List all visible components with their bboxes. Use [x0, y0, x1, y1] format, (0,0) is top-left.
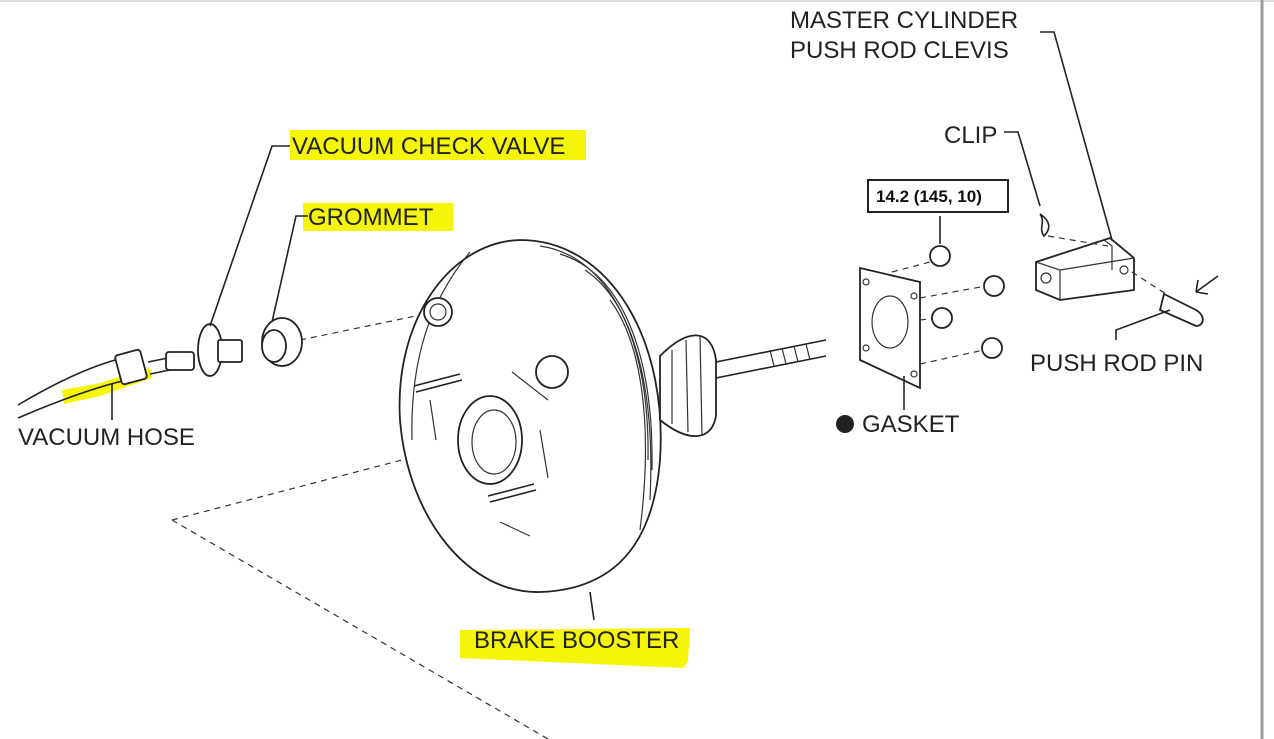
highlight-brake-booster — [460, 628, 690, 668]
highlight-vacuum-check-valve — [290, 130, 586, 160]
brake-booster-label: BRAKE BOOSTER — [474, 627, 679, 654]
gasket-and-nuts — [859, 216, 1005, 390]
gasket-bullet-icon — [836, 415, 854, 433]
torque-spec-box — [867, 179, 1009, 213]
vacuum-hose-label: VACUUM HOSE — [18, 424, 195, 451]
torque-spec-label: 14.2 (145, 10) — [876, 187, 982, 206]
highlight-grommet — [303, 203, 453, 231]
guide-lines — [171, 311, 549, 739]
push-rod-clevis — [1035, 213, 1219, 327]
gasket-label: GASKET — [862, 411, 960, 438]
clip-label: CLIP — [944, 122, 997, 149]
vacuum-check-valve — [165, 323, 243, 377]
brake-booster — [398, 239, 827, 593]
leader-lines — [111, 31, 1171, 621]
master-cylinder-label-line2: PUSH ROD CLEVIS — [790, 37, 1009, 64]
grommet-label: GROMMET — [308, 204, 434, 231]
grommet — [261, 317, 303, 367]
master-cylinder-label-line1: MASTER CYLINDER — [790, 7, 1018, 34]
push-rod-pin-label: PUSH ROD PIN — [1030, 350, 1203, 377]
vacuum-check-valve-label: VACUUM CHECK VALVE — [292, 133, 565, 160]
